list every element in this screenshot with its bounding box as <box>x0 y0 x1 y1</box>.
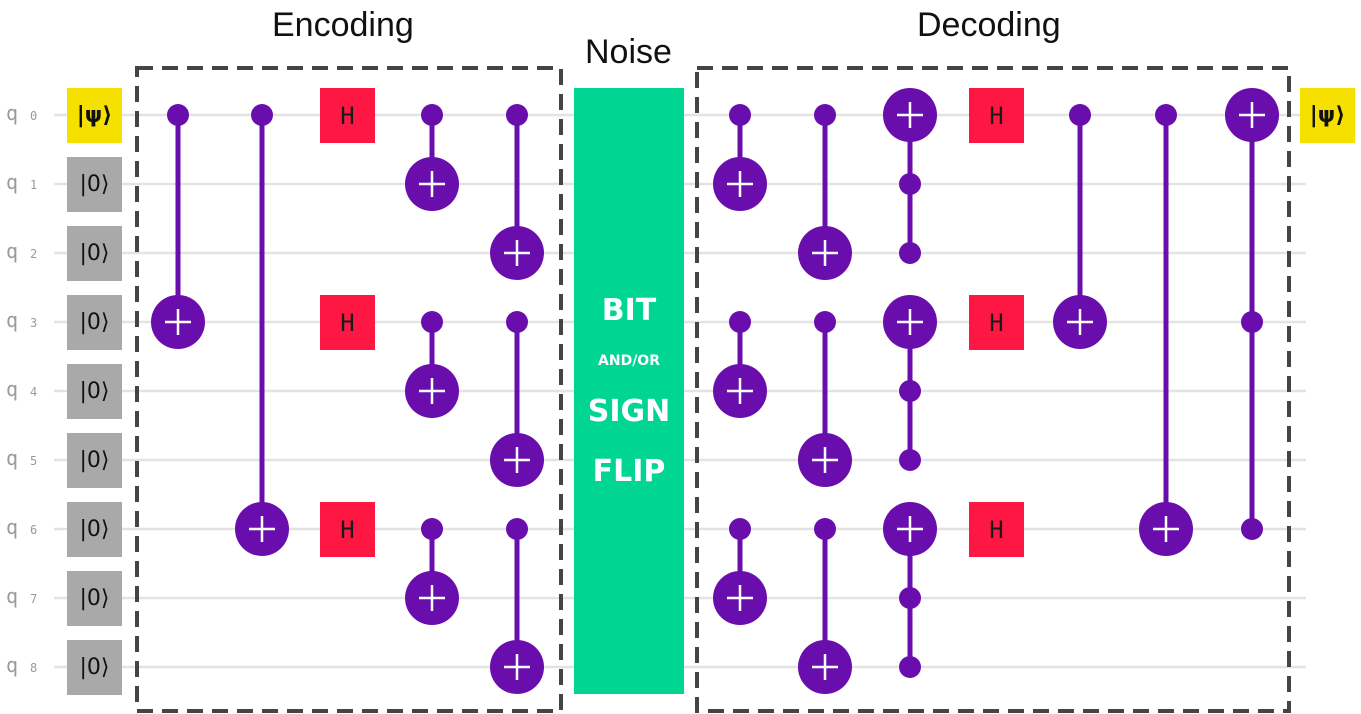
control-dot <box>729 518 751 540</box>
noise-line-andor: AND/OR <box>598 353 660 369</box>
control-dot <box>729 104 751 126</box>
decoding-frame <box>695 66 1291 713</box>
initial-state-zero: |0⟩ <box>67 226 122 281</box>
noise-line-bit: BIT <box>601 293 657 328</box>
control-dot <box>899 242 921 264</box>
initial-state-zero: |0⟩ <box>67 157 122 212</box>
control-dot <box>251 104 273 126</box>
control-dot <box>899 449 921 471</box>
initial-state-zero: |0⟩ <box>67 433 122 488</box>
noise-line-flip: FLIP <box>592 454 666 489</box>
control-dot <box>506 311 528 333</box>
control-dot <box>1241 311 1263 333</box>
hadamard-gate: H <box>320 502 375 557</box>
noise-title: Noise <box>585 33 672 71</box>
initial-state-zero: |0⟩ <box>67 364 122 419</box>
hadamard-gate: H <box>320 88 375 143</box>
control-dot <box>814 518 836 540</box>
control-dot <box>814 104 836 126</box>
initial-state-zero: |0⟩ <box>67 295 122 350</box>
control-dot <box>899 380 921 402</box>
control-dot <box>1155 104 1177 126</box>
control-dot <box>421 311 443 333</box>
noise-line-sign: SIGN <box>587 394 671 429</box>
hadamard-gate: H <box>320 295 375 350</box>
encoding-title: Encoding <box>272 6 414 44</box>
initial-state-zero: |0⟩ <box>67 502 122 557</box>
noise-channel-box: BIT AND/OR SIGN FLIP <box>574 88 684 694</box>
control-dot <box>729 311 751 333</box>
control-dot <box>506 518 528 540</box>
control-dot <box>1069 104 1091 126</box>
control-dot <box>814 311 836 333</box>
hadamard-gate: H <box>969 88 1024 143</box>
control-dot <box>506 104 528 126</box>
control-dot <box>899 587 921 609</box>
decoding-title: Decoding <box>917 6 1061 44</box>
initial-state-zero: |0⟩ <box>67 571 122 626</box>
initial-state-psi: |ψ⟩ <box>67 88 122 143</box>
control-dot <box>899 656 921 678</box>
control-dot <box>421 518 443 540</box>
encoding-frame <box>135 66 563 713</box>
control-dot <box>167 104 189 126</box>
control-dot <box>1241 518 1263 540</box>
hadamard-gate: H <box>969 502 1024 557</box>
control-dot <box>899 173 921 195</box>
initial-state-zero: |0⟩ <box>67 640 122 695</box>
output-state-psi: |ψ⟩ <box>1300 88 1355 143</box>
control-dot <box>421 104 443 126</box>
hadamard-gate: H <box>969 295 1024 350</box>
